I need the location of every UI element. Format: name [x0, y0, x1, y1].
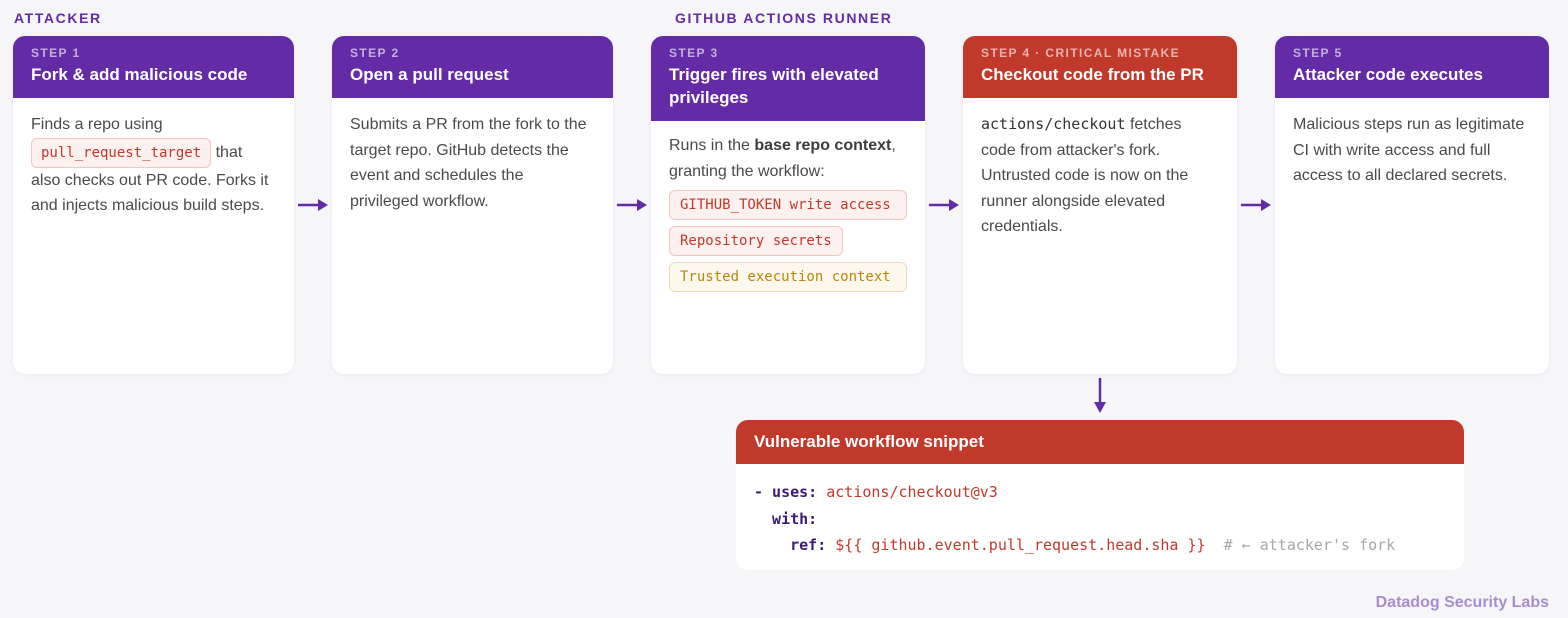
- arrow-right-icon: [929, 199, 959, 211]
- code-comment: # ← attacker's fork: [1223, 536, 1396, 554]
- privilege-chip-secrets: Repository secrets: [669, 226, 843, 256]
- step-card-2: STEP 2 Open a pull request Submits a PR …: [332, 36, 613, 374]
- step-text: fetches code from attacker's fork. Untru…: [981, 116, 1189, 235]
- step-card-3: STEP 3 Trigger fires with elevated privi…: [651, 36, 925, 374]
- code-line: with:: [754, 506, 1446, 533]
- step-card-1: STEP 1 Fork & add malicious code Finds a…: [13, 36, 294, 374]
- step-title: Checkout code from the PR: [981, 65, 1204, 84]
- step-description: Finds a repo using pull_request_target t…: [13, 98, 294, 233]
- arrow-right-icon: [298, 199, 328, 211]
- code-key: - uses:: [754, 483, 818, 501]
- step-header: STEP 1 Fork & add malicious code: [13, 36, 294, 98]
- step-title: Open a pull request: [350, 65, 509, 84]
- code-badge: pull_request_target: [31, 137, 212, 168]
- step-card-5: STEP 5 Attacker code executes Malicious …: [1275, 36, 1549, 374]
- footer-brand: Datadog Security Labs: [1375, 594, 1549, 611]
- step-number: STEP 4 · CRITICAL MISTAKE: [981, 46, 1181, 60]
- arrow-down-icon: [1094, 378, 1106, 413]
- step-text-bold: base repo context: [754, 137, 892, 154]
- step-description: Malicious steps run as legitimate CI wit…: [1293, 116, 1525, 184]
- step-card-4: STEP 4 · CRITICAL MISTAKE Checkout code …: [963, 36, 1237, 374]
- step-number: STEP 5: [1293, 46, 1343, 60]
- step-text: that also checks out PR code. Forks it a…: [31, 143, 269, 215]
- step-description: actions/checkout fetches code from attac…: [963, 98, 1237, 254]
- step-title: Trigger fires with elevated privileges: [669, 65, 879, 107]
- arrow-right-icon: [617, 199, 647, 211]
- vulnerable-snippet-panel: Vulnerable workflow snippet - uses: acti…: [736, 420, 1464, 570]
- code-key: with:: [754, 509, 818, 528]
- step-title: Fork & add malicious code: [31, 65, 248, 84]
- section-label-runner: GITHUB ACTIONS RUNNER: [675, 10, 893, 26]
- step-title: Attacker code executes: [1293, 65, 1483, 84]
- step-header-critical: STEP 4 · CRITICAL MISTAKE Checkout code …: [963, 36, 1237, 98]
- code-value: ${{ github.event.pull_request.head.sha }…: [835, 536, 1206, 554]
- step-header: STEP 5 Attacker code executes: [1275, 36, 1549, 98]
- code-value: actions/checkout@v3: [826, 483, 998, 501]
- step-text: , granting the workflow:: [669, 137, 896, 180]
- code-inline: actions/checkout: [981, 115, 1126, 133]
- step-description: Submits a PR from the fork to the target…: [350, 116, 587, 210]
- privilege-chip-token: GITHUB_TOKEN write access: [669, 190, 907, 220]
- step-text: Finds a repo using: [31, 116, 163, 133]
- arrow-right-icon: [1241, 199, 1271, 211]
- snippet-code: - uses: actions/checkout@v3 with: ref: $…: [736, 464, 1464, 570]
- code-line: - uses: actions/checkout@v3: [754, 479, 1446, 506]
- step-header: STEP 3 Trigger fires with elevated privi…: [651, 36, 925, 121]
- step-text: Runs in the: [669, 137, 755, 154]
- code-line: ref: ${{ github.event.pull_request.head.…: [754, 532, 1446, 559]
- privilege-chip-trusted: Trusted execution context: [669, 262, 907, 292]
- step-number: STEP 1: [31, 46, 81, 60]
- step-number: STEP 2: [350, 46, 400, 60]
- code-key: ref:: [754, 536, 827, 554]
- section-label-attacker: ATTACKER: [14, 10, 102, 26]
- snippet-title: Vulnerable workflow snippet: [736, 420, 1464, 464]
- step-description: Runs in the base repo context, granting …: [651, 121, 925, 306]
- step-header: STEP 2 Open a pull request: [332, 36, 613, 98]
- step-number: STEP 3: [669, 46, 719, 60]
